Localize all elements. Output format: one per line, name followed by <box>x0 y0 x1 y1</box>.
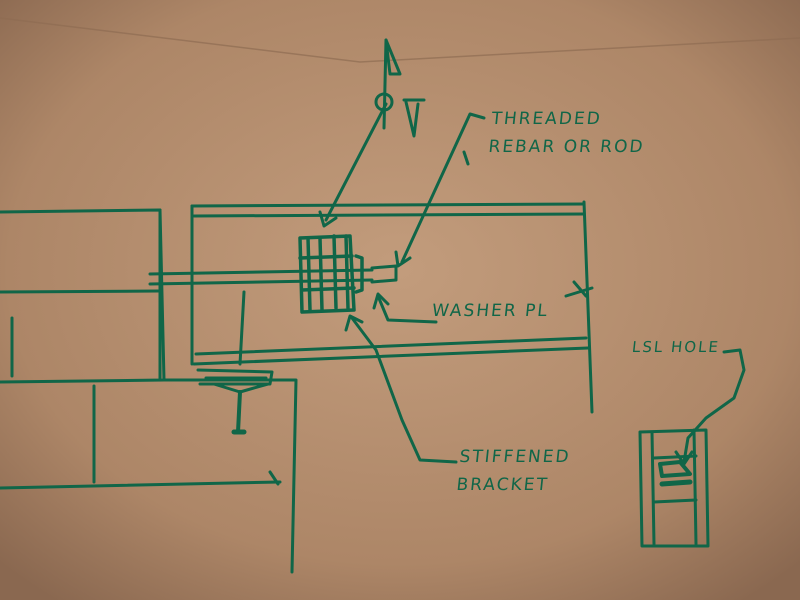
threaded-rod-label-line-2: REBAR OR ROD <box>487 137 646 157</box>
envelope-fold <box>0 17 800 63</box>
lsl-hole-detail <box>638 428 710 548</box>
washer-plate-label-text: WASHER PL <box>430 301 550 321</box>
section-cut-triangle-icon <box>374 38 426 138</box>
label-tick <box>462 150 470 166</box>
lsl-hole-label: LSL HOLE <box>631 336 721 358</box>
stiffened-bracket <box>196 290 274 435</box>
leader-arrows <box>318 102 746 466</box>
stiffened-bracket-label: STIFFENED BRACKET <box>455 446 571 496</box>
beam-end-mark <box>564 280 594 298</box>
threaded-rod-label-line-1: THREADED <box>490 109 603 129</box>
washer-plate <box>298 234 364 314</box>
stiffened-bracket-label-line-1: STIFFENED <box>458 447 572 467</box>
beam-outline <box>190 200 594 414</box>
stiffened-bracket-label-line-2: BRACKET <box>455 475 550 495</box>
washer-plate-label: WASHER PL <box>431 300 550 322</box>
left-wall-structure <box>0 208 298 574</box>
threaded-rod-label: THREADED REBAR OR ROD <box>487 108 648 158</box>
lsl-hole-label-text: LSL HOLE <box>631 338 721 356</box>
